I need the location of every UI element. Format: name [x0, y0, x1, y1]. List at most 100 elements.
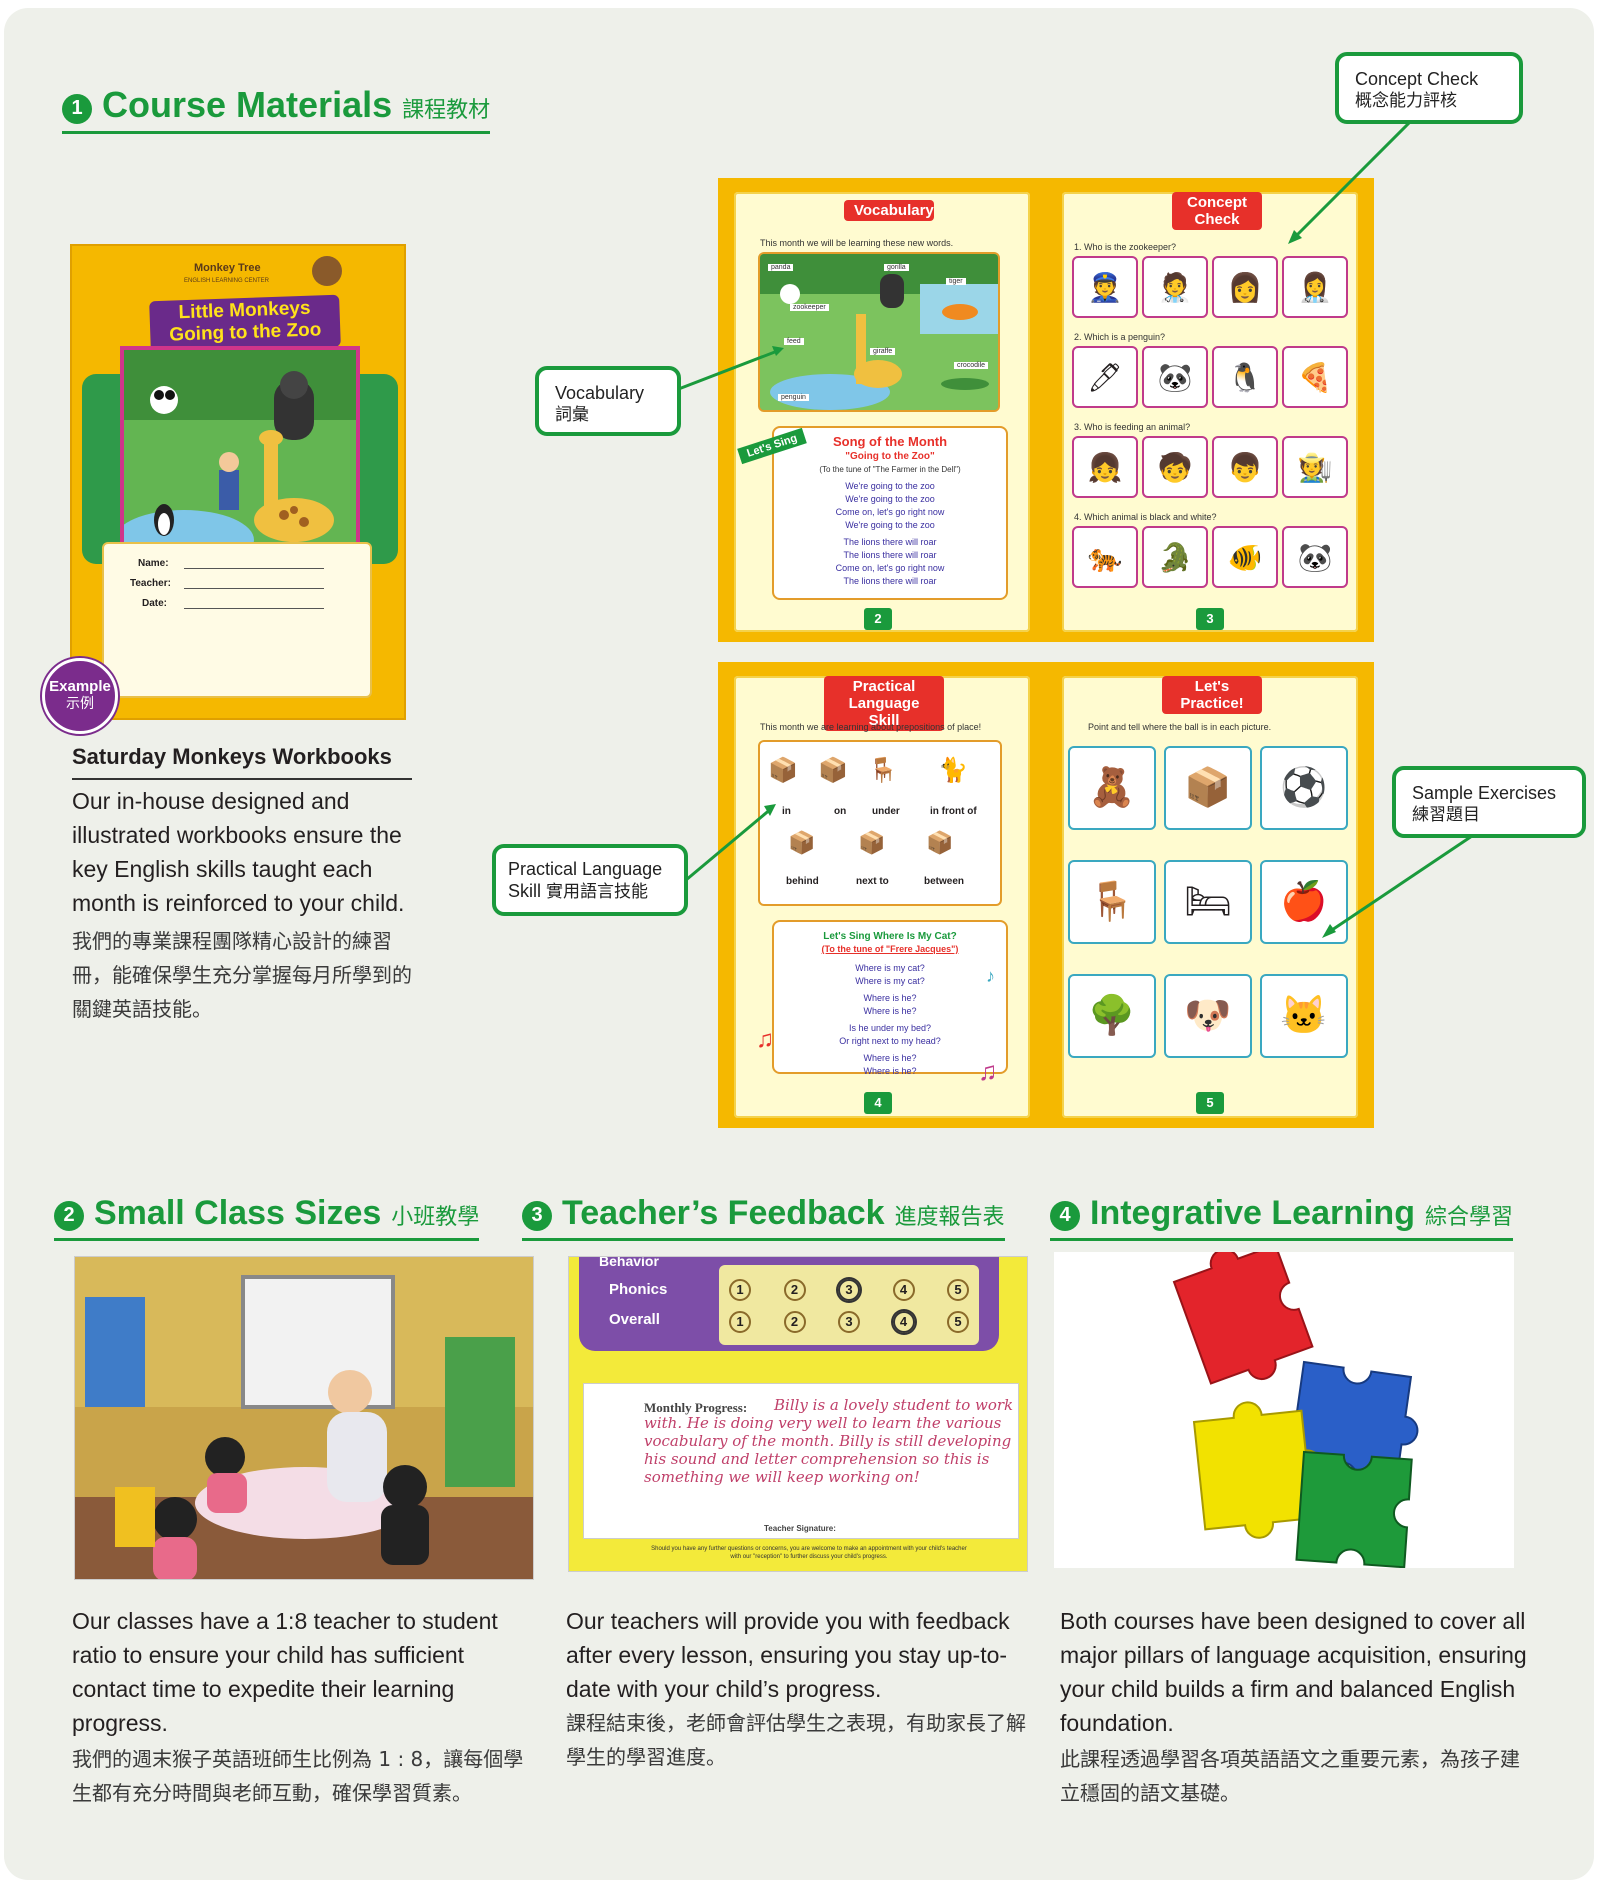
nurse-option-icon: 👩‍⚕️ [1282, 256, 1348, 318]
workbook-cover: Monkey Tree ENGLISH LEARNING CENTER Litt… [70, 244, 406, 720]
signature-label: Teacher Signature: [764, 1524, 836, 1533]
crocodile-option-icon: 🐊 [1142, 526, 1208, 588]
classroom-photo [74, 1256, 534, 1580]
concept-tab-line1: Concept [1187, 194, 1247, 211]
penguin-option-icon: 🐧 [1212, 346, 1278, 408]
rating-option: 2 [783, 1311, 806, 1333]
report-rating-panel: Behavior Phonics Overall 1 2 3 4 5 1 2 3… [579, 1257, 999, 1351]
monthly-progress-label: Monthly Progress: [644, 1400, 748, 1415]
practical-tab-line1: Practical [852, 678, 916, 695]
sample-exercises-callout: Sample Exercises 練習題目 [1392, 766, 1586, 838]
arrow-head [764, 804, 776, 816]
vocab-word: gorilla [884, 264, 909, 271]
doctor-option-icon: 🧑‍⚕️ [1142, 256, 1208, 318]
workbooks-body-en: Our in-house designed and illustrated wo… [72, 788, 405, 916]
callout-zh: 實用語言技能 [546, 882, 649, 902]
preposition-label: in [782, 806, 791, 817]
concept-tab-line2: Check [1194, 211, 1240, 228]
example-badge-en: Example [49, 678, 111, 695]
teacher-label: Teacher: [130, 578, 171, 589]
lets-practice-tab: Let's Practice! [1162, 676, 1262, 714]
section-number-badge: 2 [54, 1200, 84, 1231]
girl-cat-option-icon: 👧 [1072, 436, 1138, 498]
vocab-word: tiger [946, 278, 966, 285]
question-4: 4. Which animal is black and white? [1074, 512, 1217, 522]
preposition-label: in front of [930, 806, 977, 817]
ball-flower-icon: ⚽ [1260, 746, 1348, 830]
page-number: 2 [864, 608, 892, 630]
monthly-progress-note: Monthly Progress: Billy is a lovely stud… [583, 1383, 1019, 1539]
arrow-head [1322, 924, 1336, 938]
cover-name-box: Name: Teacher: Date: [102, 542, 372, 698]
page-number: 3 [1196, 608, 1224, 630]
practice-tab-line1: Let's [1194, 678, 1230, 695]
section-title-en: Teacher’s Feedback [562, 1194, 885, 1232]
callout-en: Concept Check [1355, 69, 1479, 89]
music-note-icon: ♫ [978, 1056, 998, 1086]
callout-zh: 練習題目 [1412, 805, 1480, 825]
cat-box-icon: 📦 [818, 757, 848, 784]
practical-tab-line2: Language Skill [848, 695, 920, 729]
where-is-my-cat-box: Let's Sing Where Is My Cat? (To the tune… [772, 920, 1008, 1076]
song2-line: Where is he? [863, 1006, 917, 1016]
boy-option-icon: 🧒 [1142, 436, 1208, 498]
panda-face-option-icon: 🐼 [1282, 526, 1348, 588]
question-3: 3. Who is feeding an animal? [1074, 422, 1191, 432]
callout-en: Practical Language [508, 859, 663, 879]
name-line [184, 568, 324, 569]
song2-line: Or right next to my head? [839, 1036, 941, 1046]
pen-option-icon: 🖊 [1072, 346, 1138, 408]
rating-option: 4 [892, 1279, 915, 1301]
zoo-vocab-scene-icon [760, 254, 998, 410]
progress-report-photo: Behavior Phonics Overall 1 2 3 4 5 1 2 3… [568, 1256, 1028, 1572]
fish-option-icon: 🐠 [1212, 526, 1278, 588]
song2-line: Is he under my bed? [848, 1023, 932, 1033]
page-practical-language: Practical Language Skill This month we a… [734, 676, 1030, 1118]
question-2: 2. Which is a penguin? [1074, 332, 1166, 342]
rating-row-phonics: 1 2 3 4 5 [729, 1279, 969, 1301]
preposition-label: between [924, 876, 965, 887]
practical-language-tab: Practical Language Skill [824, 676, 944, 731]
callout-en-line2: Skill 實用語言技能 [508, 880, 672, 903]
date-line [184, 608, 324, 609]
arrow-head [772, 346, 784, 356]
preposition-label: under [872, 806, 900, 817]
rating-row-label: Overall [609, 1311, 660, 1328]
section-number-badge: 4 [1050, 1200, 1080, 1231]
concept-check-callout: Concept Check 概念能力評核 [1335, 52, 1523, 124]
feedback-body-en: Our teachers will provide you with feedb… [566, 1608, 1010, 1702]
song-line: The lions there will roar [843, 537, 937, 547]
woman-option-icon: 👩 [1212, 256, 1278, 318]
section-title-zh: 小班教學 [391, 1205, 480, 1230]
song-name: "Going to the Zoo" [845, 451, 935, 462]
practical-connector-line [685, 806, 773, 882]
section-title-small-class: 2 Small Class Sizes 小班教學 [54, 1194, 480, 1241]
teacher-handwritten-comment: Billy is a lovely student to work with. … [644, 1396, 1014, 1486]
song-tune: (To the tune of "The Farmer in the Dell"… [819, 465, 961, 474]
music-note-icon: ♫ [756, 1026, 774, 1053]
page-number: 4 [864, 1092, 892, 1114]
box-icon: 📦 [926, 830, 954, 855]
rating-option: 3 [838, 1311, 860, 1333]
integrative-body-zh: 此課程透過學習各項英語語文之重要元素，為孩子建立穩固的語文基礎。 [1060, 1747, 1520, 1805]
vocab-word: penguin [778, 394, 809, 401]
practice-tab-line2: Practice! [1180, 695, 1244, 712]
pizza-option-icon: 🍕 [1282, 346, 1348, 408]
panda-option-icon: 🐼 [1142, 346, 1208, 408]
vocab-scene: panda gorilla tiger zookeeper feed giraf… [758, 252, 1000, 412]
report-footer-note: Should you have any further questions or… [651, 1546, 967, 1560]
song-title: Song of the Month [832, 434, 948, 449]
rating-scale-grid: 1 2 3 4 5 1 2 3 4 5 [719, 1265, 979, 1345]
workbooks-body-zh: 我們的專業課程團隊精心設計的練習冊，能確保學生充分掌握每月所學到的關鍵英語技能。 [72, 929, 412, 1021]
practical-intro: This month we are learning about preposi… [760, 722, 982, 732]
section-number-badge: 1 [62, 93, 92, 124]
date-label: Date: [142, 598, 168, 609]
red-puzzle-piece [1172, 1252, 1314, 1385]
preposition-label: behind [786, 876, 819, 887]
cat-icon: 🐈 [938, 757, 968, 784]
song2-line: Where is my cat? [855, 963, 925, 973]
preposition-label: next to [856, 876, 889, 887]
question-1: 1. Who is the zookeeper? [1074, 242, 1177, 252]
tree-ball-icon: 🌳 [1068, 974, 1156, 1058]
vocab-word: crocodile [954, 362, 989, 369]
